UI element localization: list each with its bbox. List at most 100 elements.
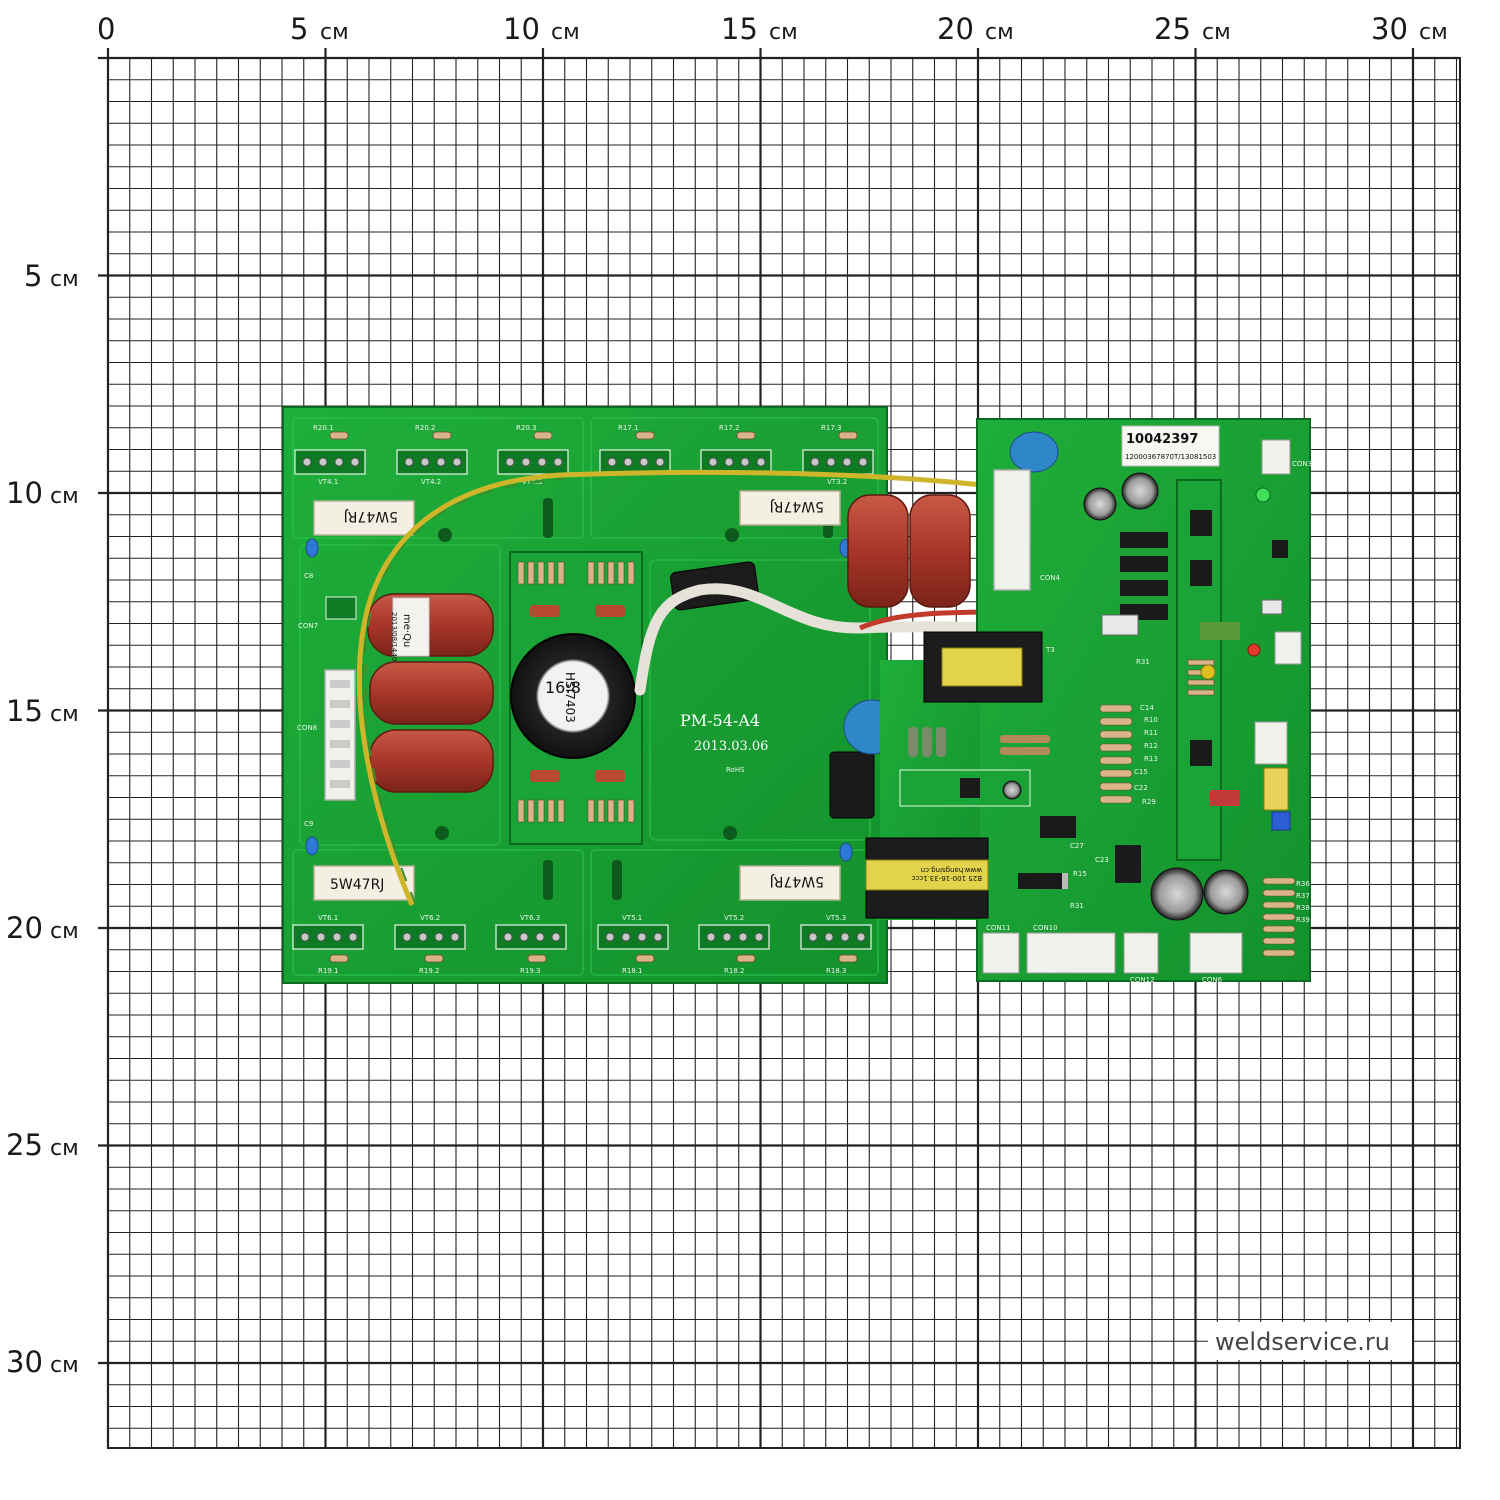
label-con4: CON4 bbox=[1040, 574, 1061, 582]
label-r20-2: R20.2 bbox=[415, 424, 435, 432]
label-c8: C8 bbox=[304, 572, 313, 580]
label-c22: C22 bbox=[1134, 784, 1148, 792]
connector-con4 bbox=[993, 469, 1031, 591]
electrolytic-capacitor bbox=[1150, 867, 1204, 921]
label-r20-3: R20.3 bbox=[516, 424, 536, 432]
left-unit-20: см bbox=[50, 919, 79, 944]
label-r11: R11 bbox=[1144, 729, 1158, 737]
label-c15: C15 bbox=[1134, 768, 1148, 776]
left-ruler: 5 см 10 см 15 см 20 см 25 см 30 см bbox=[6, 259, 79, 1379]
label-vt5-2: VT5.2 bbox=[724, 914, 744, 922]
serial-number: 10042397 bbox=[1126, 432, 1198, 447]
label-c9: C9 bbox=[304, 820, 313, 828]
watermark-bg bbox=[1208, 1322, 1412, 1360]
label-r18-1: R18.1 bbox=[622, 967, 642, 975]
capacitor-date: 2013/08/1440 bbox=[390, 612, 398, 661]
power-resistor bbox=[313, 500, 415, 536]
transformer-ratio: 16:8 bbox=[545, 678, 581, 697]
top-unit-30: см bbox=[1419, 20, 1448, 45]
label-r18-3: R18.3 bbox=[826, 967, 846, 975]
label-r17-1: R17.1 bbox=[618, 424, 638, 432]
label-u2: C27 bbox=[1070, 842, 1084, 850]
aux-transformer-label bbox=[865, 859, 989, 891]
electrolytic-capacitor bbox=[1121, 472, 1159, 510]
board-model: PM-54-A4 bbox=[680, 711, 760, 730]
component bbox=[1210, 790, 1240, 806]
blue-trimmer bbox=[1271, 811, 1291, 831]
connector-con8 bbox=[324, 669, 356, 801]
braided-wire bbox=[634, 583, 1046, 696]
label-vt6-1: VT6.1 bbox=[318, 914, 338, 922]
connector-con11 bbox=[982, 932, 1020, 974]
serial-sticker bbox=[1121, 425, 1220, 467]
top-unit-15: см bbox=[769, 20, 798, 45]
film-capacitor bbox=[369, 661, 494, 725]
label-con6: CON6 bbox=[1202, 976, 1223, 984]
transformer-t3-winding bbox=[941, 647, 1023, 687]
label-r19-1: R19.1 bbox=[318, 967, 338, 975]
power-resistor-marking: 5W47RJ bbox=[344, 508, 398, 524]
label-con7: CON7 bbox=[298, 622, 318, 630]
label-con3: CON3 bbox=[1292, 460, 1312, 468]
label-c14: R31 bbox=[1070, 902, 1084, 910]
power-resistor bbox=[739, 490, 841, 526]
power-resistor bbox=[739, 865, 841, 901]
top-tick-25: 25 bbox=[1154, 12, 1191, 46]
transformer-part: HSI7403 bbox=[563, 672, 577, 723]
top-ruler: 0 5 см 10 см 15 см 20 см 25 см 30 см bbox=[97, 12, 1448, 46]
label-r36: R37 bbox=[1296, 892, 1310, 900]
label-con12: CON12 bbox=[1130, 976, 1155, 984]
capacitor-brand: me·Qu bbox=[401, 614, 412, 647]
label-br24: C14 bbox=[1140, 704, 1154, 712]
diode-d5 bbox=[1018, 873, 1063, 889]
top-tick-10: 10 bbox=[503, 12, 540, 46]
filter-capacitor bbox=[909, 494, 971, 608]
left-unit-25: см bbox=[50, 1136, 79, 1161]
power-resistor-marking: 5W47RJ bbox=[330, 877, 384, 893]
label-r20-1: R20.1 bbox=[313, 424, 333, 432]
bottom-transistor-row: VT6.1 VT6.2 VT6.3 VT5.1 VT5.2 VT5.3 R19.… bbox=[292, 914, 872, 975]
label-vt4-2: VT4.2 bbox=[421, 478, 441, 486]
label-r17-3: R17.3 bbox=[821, 424, 841, 432]
connector-con6 bbox=[1189, 932, 1243, 974]
label-vt6-2: VT6.2 bbox=[420, 914, 440, 922]
board-date: 2013.03.06 bbox=[694, 739, 768, 754]
connector bbox=[1254, 721, 1288, 765]
connector bbox=[1274, 631, 1302, 665]
disc-capacitor bbox=[1009, 431, 1059, 473]
label-d5: R15 bbox=[1073, 870, 1087, 878]
label-con10: CON10 bbox=[1033, 924, 1058, 932]
label-con11: CON11 bbox=[986, 924, 1011, 932]
top-tick-30: 30 bbox=[1371, 12, 1408, 46]
left-unit-5: см bbox=[50, 267, 79, 292]
control-pcb: 10042397 12000367870T/13081503 CON4 R31 … bbox=[865, 418, 1312, 984]
driver-transformer bbox=[510, 633, 636, 759]
top-unit-5: см bbox=[320, 20, 349, 45]
label-vt6-3: VT6.3 bbox=[520, 914, 540, 922]
connector-con3 bbox=[1261, 439, 1291, 475]
label-r29: R29 bbox=[1142, 798, 1156, 806]
aux-transformer-url: www.hangsing.cn bbox=[921, 866, 982, 874]
bottom-connectors: CON11 CON10 CON12 CON6 bbox=[982, 924, 1243, 984]
rohs-mark: RoHS bbox=[726, 766, 745, 774]
connector-con12 bbox=[1123, 932, 1159, 974]
resistor-ladder: C14 R10 R11 R12 R13 C15 C22 R29 R36 R37 … bbox=[1099, 704, 1310, 957]
power-resistor-marking: 5W47RJ bbox=[770, 873, 824, 889]
label-vt3-2: VT3.2 bbox=[827, 478, 847, 486]
label-r18-2: R18.2 bbox=[724, 967, 744, 975]
label-r35: R36 bbox=[1296, 880, 1310, 888]
label-con8: CON8 bbox=[297, 724, 317, 732]
top-tick-20: 20 bbox=[937, 12, 974, 46]
sticker-barcode: 12000367870T/13081503 bbox=[1125, 453, 1216, 461]
left-unit-15: см bbox=[50, 702, 79, 727]
ic-u2 bbox=[1040, 816, 1076, 838]
filter-capacitor bbox=[847, 494, 909, 608]
label-r38: R39 bbox=[1296, 916, 1310, 924]
label-r10: R10 bbox=[1144, 716, 1158, 724]
label-r19-2: R19.2 bbox=[419, 967, 439, 975]
top-tick-5: 5 bbox=[290, 12, 308, 46]
electrolytic-capacitor bbox=[1203, 869, 1249, 915]
green-led bbox=[1255, 487, 1271, 503]
label-r15: R31 bbox=[1136, 658, 1150, 666]
